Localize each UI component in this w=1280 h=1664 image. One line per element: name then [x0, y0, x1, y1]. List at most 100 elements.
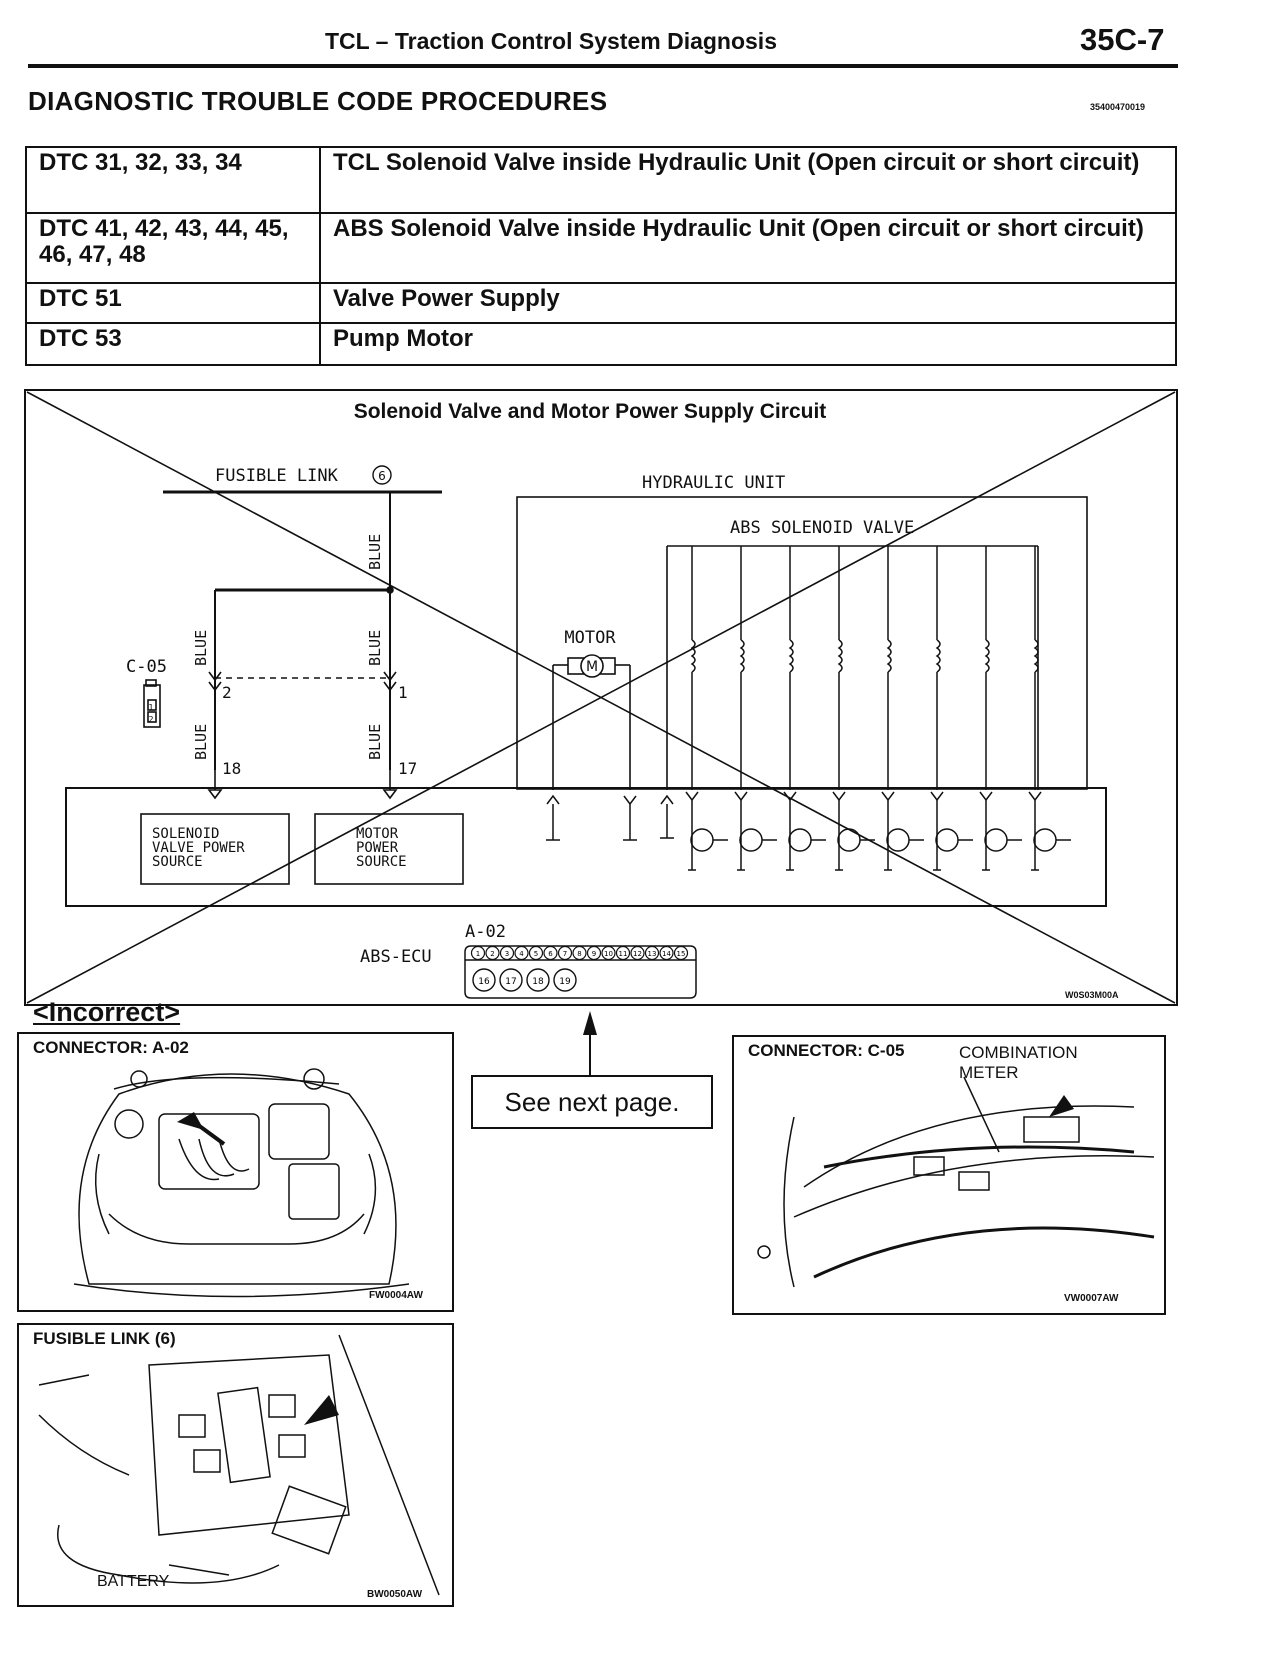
ecu-pin: [601, 945, 616, 961]
ecu-pin-label: 1: [476, 950, 480, 958]
section-title: DIAGNOSTIC TROUBLE CODE PROCEDURES: [28, 86, 608, 116]
solenoid-source-line: VALVE POWER: [152, 840, 245, 856]
page-header-title: TCL – Traction Control System Diagnosis: [325, 28, 777, 54]
panel-label: CONNECTOR: A-02: [33, 1038, 189, 1057]
pin-marker-icon: [382, 789, 398, 800]
ecu-pin: [615, 945, 631, 961]
transistor-icon: [685, 791, 728, 871]
solenoid-source-box: [140, 813, 290, 885]
callout-line: COMBINATION: [959, 1043, 1078, 1062]
battery-area-illustration: [38, 1334, 440, 1596]
panel-label: CONNECTOR: C-05: [748, 1041, 905, 1060]
solenoid-coil-icon: [886, 546, 892, 790]
header-rule: [28, 64, 1178, 68]
ecu-pin: [659, 945, 674, 961]
connector-c05-panel: CONNECTOR: C-05 COMBINATION METER VW0007…: [732, 1035, 1166, 1315]
callout-line: METER: [959, 1063, 1019, 1082]
ecu-pin-label: 10: [604, 950, 613, 958]
a02-label: A-02: [465, 922, 506, 942]
connector-c05-icon: [143, 684, 161, 728]
dtc-code-cell: DTC 41, 42, 43, 44, 45, 46, 47, 48: [25, 212, 321, 284]
solenoid-coil-icon: [739, 546, 745, 790]
pin-label: 2: [222, 683, 232, 702]
ecu-pin-label: 18: [532, 977, 544, 987]
transistor-icon: [930, 791, 973, 871]
dtc-description-cell: Valve Power Supply: [319, 282, 1177, 324]
ecu-pin: [543, 945, 558, 961]
table-row: DTC 51 Valve Power Supply: [25, 282, 1177, 324]
wire-color-label: BLUE: [366, 724, 384, 760]
ecu-pin-label: 17: [505, 977, 516, 987]
diagram-frame: [24, 389, 1178, 1006]
callout-label: BATTERY: [97, 1573, 170, 1590]
table-row: DTC 41, 42, 43, 44, 45, 46, 47, 48 ABS S…: [25, 212, 1177, 284]
ecu-pin-label: 5: [534, 950, 538, 958]
motor-label: MOTOR: [564, 628, 616, 648]
pin-label: 1: [398, 683, 408, 702]
ecu-pin-label: 8: [577, 950, 581, 958]
ecu-pin-label: 6: [548, 950, 553, 958]
solenoid-coil-icon: [1033, 546, 1039, 790]
fusible-number-circle: [372, 465, 392, 485]
see-next-page-box: See next page.: [471, 1075, 713, 1129]
panel-figure-id: VW0007AW: [1064, 1293, 1119, 1304]
ecu-pin-label: 2: [490, 950, 494, 958]
ecu-pin: [526, 968, 550, 992]
ecu-pin: [673, 945, 689, 961]
pin-label: 17: [398, 759, 417, 778]
dtc-table: DTC 31, 32, 33, 34 TCL Solenoid Valve in…: [25, 146, 1177, 366]
wire-color-label: BLUE: [366, 630, 384, 666]
fusible-number: 6: [378, 469, 386, 483]
arrow-up-icon: [583, 1011, 597, 1077]
dtc-code-cell: DTC 31, 32, 33, 34: [25, 146, 321, 214]
ecu-pin-label: 16: [478, 977, 490, 987]
ecu-pin-label: 4: [519, 950, 524, 958]
abs-ecu-label: ABS-ECU: [360, 947, 432, 967]
transistor-icon: [734, 791, 777, 871]
panel-figure-id: BW0050AW: [367, 1589, 423, 1600]
incorrect-cross-line: [26, 391, 1176, 1004]
ecu-pin: [528, 945, 544, 961]
page-number: 35C-7: [1080, 22, 1165, 57]
hydraulic-unit-box: [516, 496, 1088, 790]
incorrect-status: <Incorrect>: [33, 997, 181, 1027]
connector-arrow-icon: [208, 671, 222, 682]
dtc-code-cell: DTC 53: [25, 322, 321, 366]
transistor-icon: [881, 791, 924, 871]
c05-pin: 1: [148, 703, 153, 712]
abs-ecu-box: [65, 787, 1107, 907]
arrow-down-icon: [623, 795, 637, 806]
ecu-pin: [485, 945, 500, 961]
transistor-icon: [832, 791, 875, 871]
solenoid-coil-icon: [984, 546, 990, 790]
ecu-pin-label: 15: [677, 950, 686, 958]
table-row: DTC 53 Pump Motor: [25, 322, 1177, 366]
ecu-pin: [472, 968, 496, 992]
transistor-icon: [783, 791, 826, 871]
connector-arrow-icon: [383, 671, 397, 682]
dtc-description-cell: TCL Solenoid Valve inside Hydraulic Unit…: [319, 146, 1177, 214]
connector-a02-panel: CONNECTOR: A-02 FW0004AW: [17, 1032, 454, 1312]
solenoid-coil-icon: [935, 546, 941, 790]
ecu-pin: [470, 945, 486, 961]
dtc-description-cell: ABS Solenoid Valve inside Hydraulic Unit…: [319, 212, 1177, 284]
ecu-pin: [572, 945, 587, 961]
ecu-pin-label: 9: [592, 950, 596, 958]
transistor-icon: [979, 791, 1022, 871]
figure-id: W0S03M00A: [1065, 990, 1119, 1000]
ecu-pin: [499, 968, 523, 992]
ecu-pin: [630, 945, 645, 961]
motor-icon: [580, 654, 604, 678]
fusible-link-label: FUSIBLE LINK: [215, 466, 339, 486]
dashboard-illustration: [757, 1076, 1155, 1288]
ecu-pin-label: 13: [648, 950, 657, 958]
ecu-pin: [499, 945, 515, 961]
dtc-description-cell: Pump Motor: [319, 322, 1177, 366]
abs-valve-label: ABS SOLENOID VALVE: [730, 518, 914, 538]
wire-color-label: BLUE: [192, 724, 210, 760]
solenoid-source-line: SOURCE: [152, 854, 203, 870]
solenoid-source-line: SOLENOID: [152, 826, 219, 842]
panel-label: FUSIBLE LINK (6): [33, 1329, 176, 1348]
fusible-link-panel: FUSIBLE LINK (6) BATTERY BW0050AW: [17, 1323, 454, 1607]
